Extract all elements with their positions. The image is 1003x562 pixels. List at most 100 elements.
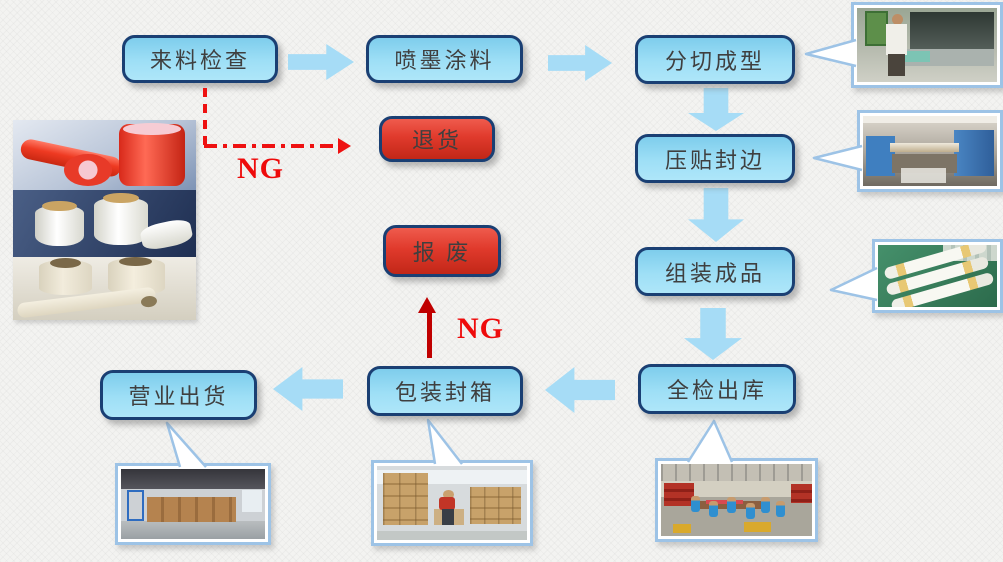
flow-box-incoming-inspection: 来料检查 <box>122 35 278 83</box>
arrow-down-icon <box>688 88 744 131</box>
arrow-down-icon <box>688 188 744 242</box>
callout-tail <box>686 419 734 463</box>
flow-box-full-inspection-outbound: 全检出库 <box>638 364 796 414</box>
photo-detail <box>664 482 695 506</box>
photo-detail <box>93 196 149 245</box>
worker-figure <box>760 497 770 513</box>
ng-arrowhead-right-icon <box>338 138 351 154</box>
photo-detail <box>441 508 454 526</box>
photo-detail <box>910 12 995 51</box>
protective-film-rolls-photo <box>13 120 196 320</box>
photo-detail <box>744 521 772 533</box>
photo-detail <box>140 295 159 309</box>
callout-tail <box>829 266 878 302</box>
photo-detail <box>889 142 960 153</box>
arrow-down-icon <box>684 308 742 360</box>
flow-box-slitting-forming: 分切成型 <box>635 35 795 84</box>
ng-label: NG <box>457 312 504 345</box>
worker-figure <box>727 497 737 513</box>
photo-detail <box>241 490 263 513</box>
photo-detail <box>377 531 527 540</box>
arrow-left-icon <box>273 367 343 411</box>
photo-detail <box>661 481 812 498</box>
photo-detail <box>673 524 692 534</box>
packing-area-callout <box>371 460 533 546</box>
flow-box-label: 报 废 <box>412 240 472 265</box>
ng-label: NG <box>237 152 284 185</box>
cutting-workstation-photo <box>857 8 997 82</box>
photo-detail <box>865 10 888 47</box>
warehouse-boxes-callout <box>115 463 271 545</box>
flow-box-sales-shipment: 营业出货 <box>100 370 257 420</box>
cream-film-rolls-photo <box>13 257 196 320</box>
flow-box-label: 喷墨涂料 <box>394 48 495 73</box>
photo-detail <box>121 469 265 489</box>
arrow-right-icon <box>548 45 612 81</box>
callout-tail <box>804 38 857 68</box>
arrow-left-icon <box>545 367 615 413</box>
ng-up-arrow-line <box>427 311 432 358</box>
flow-box-label: 分切成型 <box>664 48 765 74</box>
flow-box-label: 营业出货 <box>128 384 229 409</box>
ng-dashdot-line-horizontal <box>204 144 338 148</box>
callout-tail <box>812 144 863 172</box>
warehouse-boxes-photo <box>121 469 265 539</box>
photo-detail <box>122 122 182 136</box>
photo-detail <box>383 473 428 526</box>
flow-box-label: 退货 <box>411 128 462 153</box>
photo-detail <box>470 486 521 524</box>
flow-box-scrap: 报 废 <box>383 225 501 277</box>
flow-box-label: 组装成品 <box>664 260 765 286</box>
cutting-workstation-callout <box>851 2 1003 88</box>
photo-detail <box>49 258 81 269</box>
flow-box-laminating-edge-sealing: 压贴封边 <box>635 134 795 183</box>
laminating-machine-photo <box>863 116 997 186</box>
photo-detail <box>887 53 905 77</box>
worker-figure <box>709 501 719 518</box>
inspection-workshop-callout <box>655 458 818 542</box>
callout-tail <box>165 421 207 468</box>
photo-detail <box>900 167 947 184</box>
worker-figure <box>775 501 785 518</box>
photo-detail <box>886 24 908 56</box>
photo-detail <box>42 200 78 212</box>
worker-figure <box>691 495 701 512</box>
flow-box-label: 压贴封边 <box>664 147 765 173</box>
flow-box-label: 包装封箱 <box>394 380 495 405</box>
flow-box-label: 全检出库 <box>666 378 767 403</box>
photo-detail <box>661 464 812 482</box>
photo-detail <box>438 497 455 511</box>
photo-detail <box>706 500 743 504</box>
ng-arrowhead-up-icon <box>418 297 436 313</box>
photo-detail <box>102 192 140 204</box>
photo-detail <box>126 490 145 521</box>
packing-area-photo <box>377 466 527 540</box>
flow-box-label: 来料检查 <box>149 48 250 73</box>
photo-detail <box>863 116 997 123</box>
photo-detail <box>146 497 237 523</box>
flow-box-return-goods: 退货 <box>379 116 495 162</box>
photo-detail <box>865 135 896 177</box>
worker-figure <box>745 502 755 519</box>
flow-box-inkjet-coating: 喷墨涂料 <box>366 35 523 83</box>
inspection-workshop-photo <box>661 464 812 536</box>
ng-dashed-line-vertical <box>203 88 207 146</box>
photo-detail <box>119 257 153 267</box>
photo-detail <box>954 130 995 177</box>
laminating-machine-callout <box>857 110 1003 192</box>
photo-detail <box>121 520 265 539</box>
arrow-right-icon <box>288 44 354 80</box>
photo-detail <box>892 13 904 25</box>
photo-detail <box>34 204 85 247</box>
photo-detail <box>443 489 454 499</box>
photo-detail <box>64 153 112 186</box>
callout-tail <box>426 418 463 465</box>
flow-box-packing-sealing: 包装封箱 <box>367 366 523 416</box>
red-film-rolls-photo <box>13 120 196 190</box>
photo-detail <box>899 50 930 62</box>
finished-rolls-photo <box>878 245 997 307</box>
flow-box-assembly-finished-product: 组装成品 <box>635 247 795 296</box>
photo-detail <box>790 484 812 503</box>
white-film-rolls-photo <box>13 190 196 257</box>
